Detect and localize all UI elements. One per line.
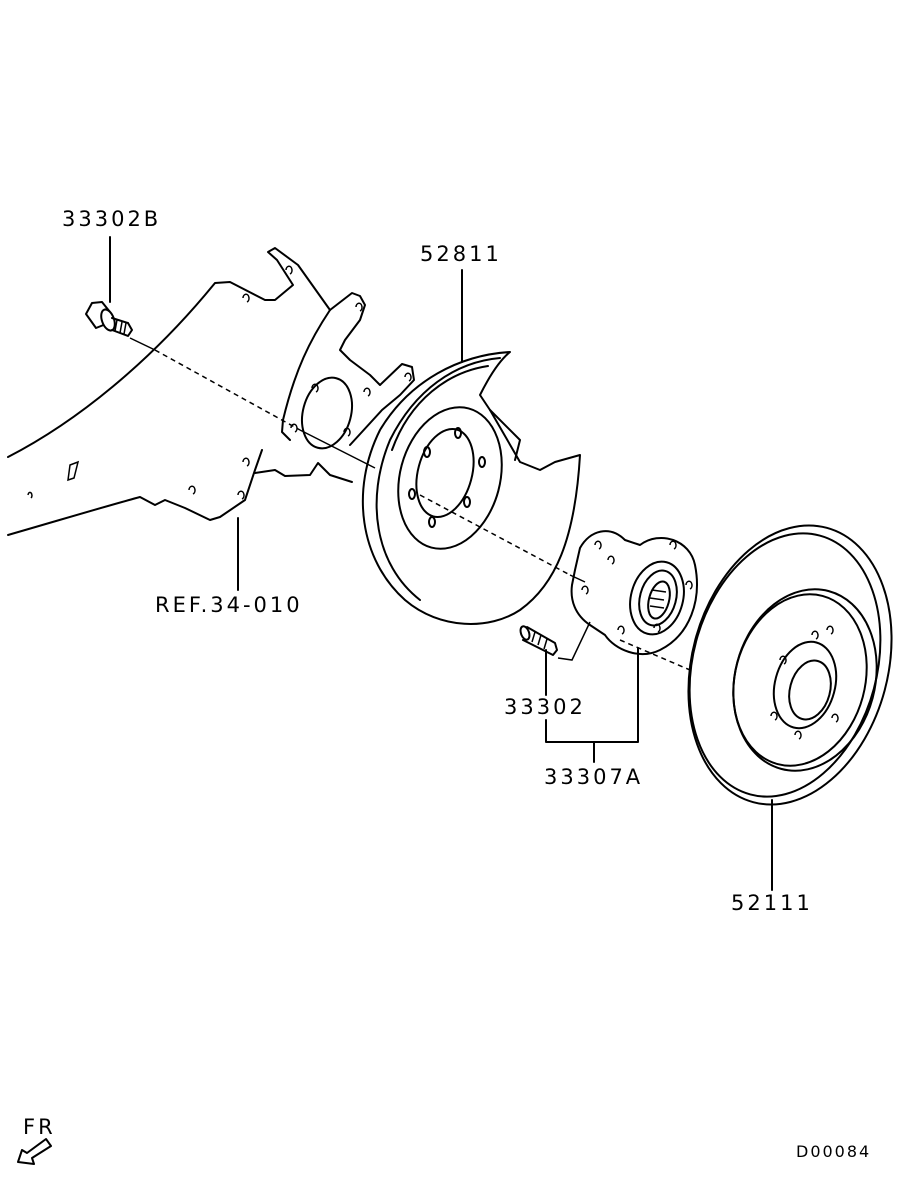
leader-lines — [109, 236, 773, 891]
part-label-33302B: 33302B — [62, 207, 162, 231]
front-direction-label: FR — [23, 1115, 56, 1139]
part-label-33302: 33302 — [504, 695, 586, 719]
hub-assembly — [570, 530, 698, 655]
drawing-code: D00084 — [796, 1142, 872, 1161]
front-arrow-icon — [17, 1138, 52, 1165]
part-label-52111: 52111 — [731, 891, 813, 915]
assembly-axis-lines — [129, 337, 691, 671]
brake-disc — [687, 524, 893, 806]
knuckle-housing — [7, 247, 415, 536]
part-label-ref-34-010: REF.34-010 — [155, 593, 303, 617]
hub-bolt — [519, 625, 558, 656]
dust-shield — [361, 351, 581, 625]
part-label-33307A: 33307A — [544, 765, 644, 789]
bolt-33302B — [85, 301, 133, 337]
part-label-52811: 52811 — [420, 242, 502, 266]
